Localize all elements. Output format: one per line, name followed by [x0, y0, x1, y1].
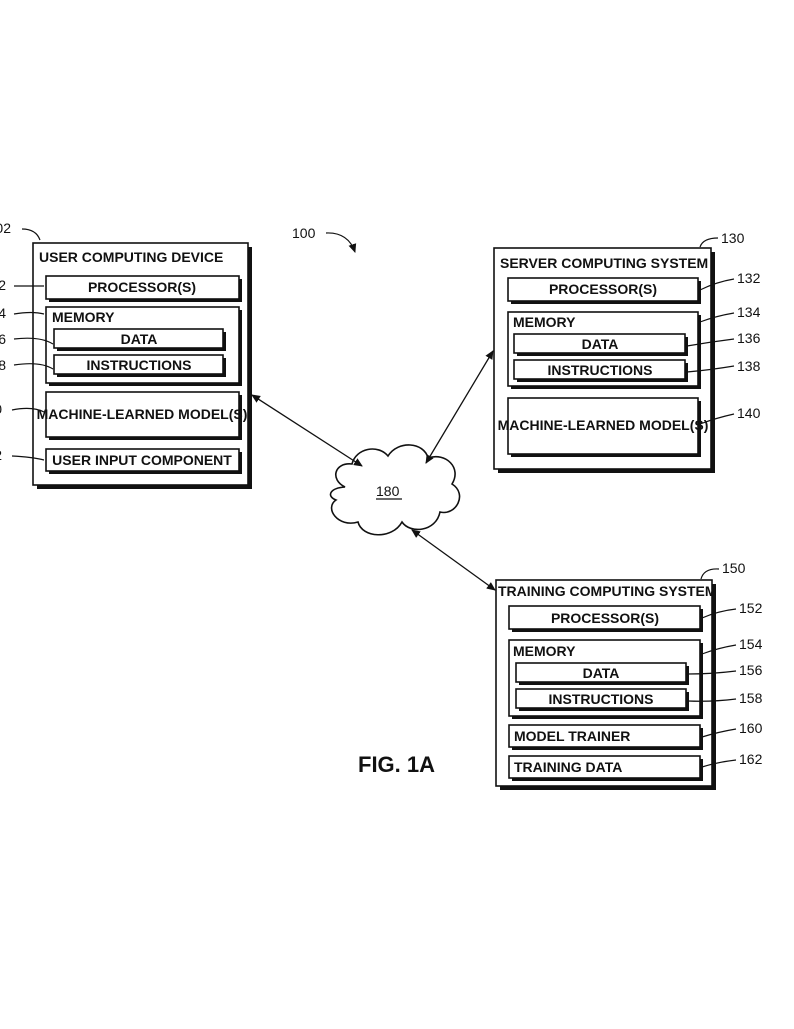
ref-140: 140	[737, 405, 761, 421]
server-memory-label: MEMORY	[513, 314, 576, 330]
ref-100: 100	[292, 225, 316, 241]
training-computing-system: TRAINING COMPUTING SYSTEM PROCESSOR(S) M…	[495, 560, 763, 790]
model-trainer-label: MODEL TRAINER	[514, 728, 630, 744]
server-computing-system: SERVER COMPUTING SYSTEM PROCESSOR(S) MEM…	[493, 230, 761, 473]
link-network-training	[411, 529, 496, 591]
training-data-store-label: TRAINING DATA	[514, 759, 622, 775]
ref-156: 156	[739, 662, 763, 678]
ref-102: 102	[0, 220, 11, 236]
ref-120: 120	[0, 401, 2, 417]
ref-138: 138	[737, 358, 761, 374]
ref-132: 132	[737, 270, 761, 286]
ref-118: 118	[0, 357, 6, 373]
ref-162: 162	[739, 751, 763, 767]
network-cloud: 180	[329, 444, 461, 536]
ref-112: 112	[0, 277, 6, 293]
server-title: SERVER COMPUTING SYSTEM	[500, 255, 708, 271]
ref-158: 158	[739, 690, 763, 706]
ref-154: 154	[739, 636, 763, 652]
user-models-label: MACHINE-LEARNED MODEL(S)	[37, 406, 248, 422]
ref-130: 130	[721, 230, 745, 246]
training-memory-label: MEMORY	[513, 643, 576, 659]
ref-134: 134	[737, 304, 761, 320]
ref-136: 136	[737, 330, 761, 346]
ref-152: 152	[739, 600, 763, 616]
training-data-label: DATA	[583, 665, 620, 681]
user-memory-label: MEMORY	[52, 309, 115, 325]
training-title: TRAINING COMPUTING SYSTEM	[498, 583, 717, 599]
user-processor-label: PROCESSOR(S)	[88, 279, 196, 295]
ref-122: 122	[0, 447, 2, 463]
link-network-server	[425, 350, 494, 464]
user-instructions-label: INSTRUCTIONS	[87, 357, 192, 373]
ref-100-arrow	[325, 232, 357, 253]
server-instructions-label: INSTRUCTIONS	[548, 362, 653, 378]
user-computing-device: USER COMPUTING DEVICE PROCESSOR(S) MEMOR…	[0, 220, 252, 489]
user-input-label: USER INPUT COMPONENT	[52, 452, 232, 468]
user-device-title: USER COMPUTING DEVICE	[39, 249, 223, 265]
server-processor-label: PROCESSOR(S)	[549, 281, 657, 297]
server-models-label: MACHINE-LEARNED MODEL(S)	[498, 417, 709, 433]
server-data-label: DATA	[582, 336, 619, 352]
training-processor-label: PROCESSOR(S)	[551, 610, 659, 626]
ref-160: 160	[739, 720, 763, 736]
figure-label: FIG. 1A	[358, 752, 435, 777]
ref-114: 114	[0, 305, 6, 321]
ref-116: 116	[0, 331, 6, 347]
training-instructions-label: INSTRUCTIONS	[549, 691, 654, 707]
link-user-network	[251, 394, 363, 467]
ref-180: 180	[376, 483, 400, 499]
ref-150: 150	[722, 560, 746, 576]
user-data-label: DATA	[121, 331, 158, 347]
